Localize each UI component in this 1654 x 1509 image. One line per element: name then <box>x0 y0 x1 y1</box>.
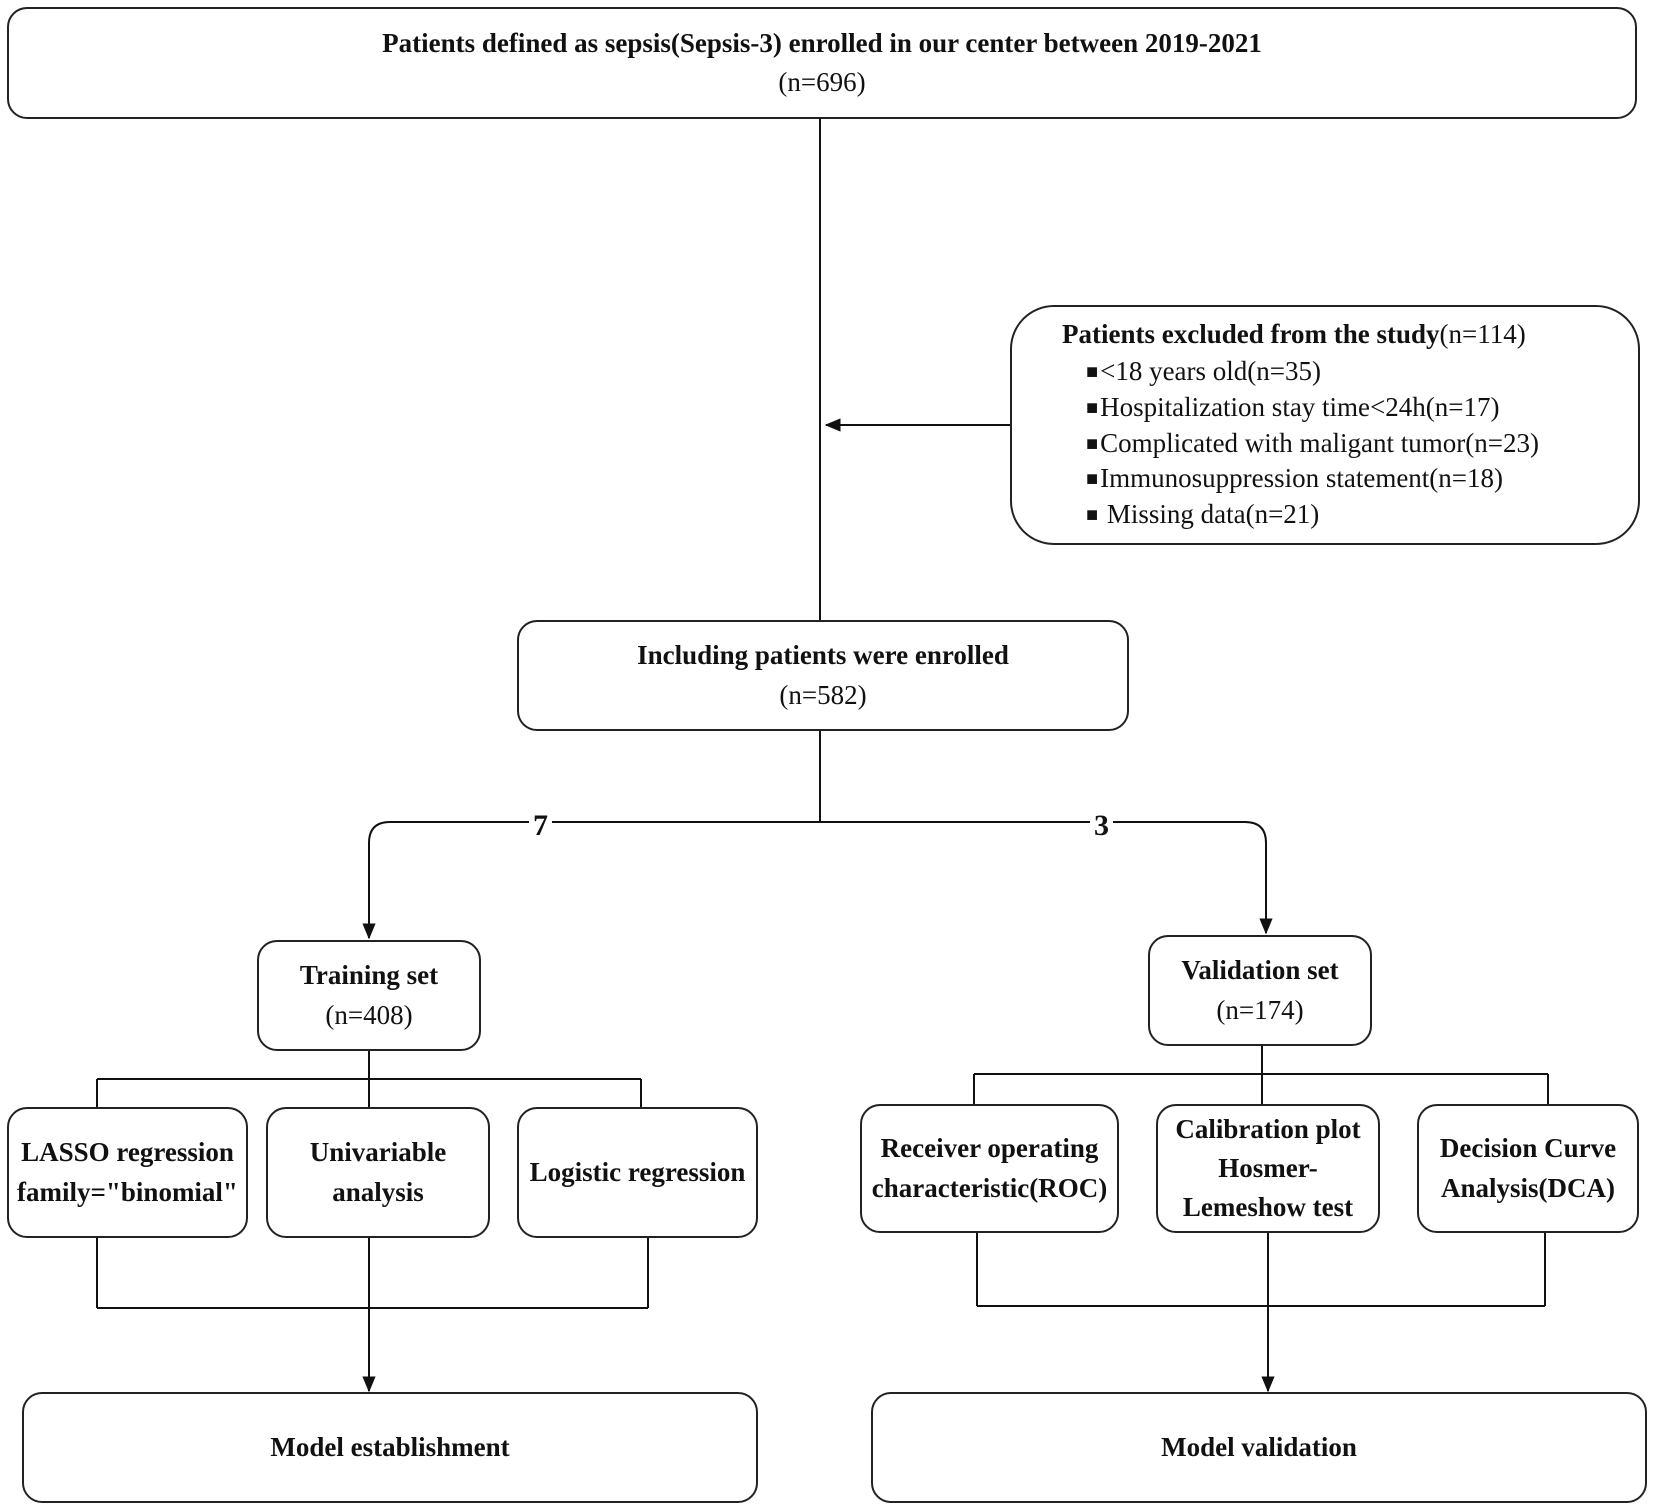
training-set-count: (n=408) <box>325 999 413 1030</box>
included-patients-count: (n=582) <box>779 679 867 710</box>
dca-line-1: Decision Curve <box>1439 1133 1617 1164</box>
lasso-regression-box: LASSO regression family="binomial" <box>7 1107 248 1238</box>
univariable-analysis-box: Univariable analysis <box>266 1107 490 1238</box>
exclusion-item-text: Immunosuppression statement(n=18) <box>1100 463 1504 494</box>
training-set-box: Training set (n=408) <box>257 940 481 1051</box>
training-ratio-label: 7 <box>529 811 552 841</box>
exclusion-item: ■Immunosuppression statement(n=18) <box>1062 461 1503 497</box>
calibration-line-3: Lemeshow test <box>1182 1192 1354 1223</box>
bullet-icon: ■ <box>1086 503 1099 526</box>
dca-line-2: Analysis(DCA) <box>1440 1172 1615 1203</box>
exclusion-item-text: Missing data(n=21) <box>1100 498 1320 529</box>
model-establishment-box: Model establishment <box>22 1392 758 1503</box>
enrolled-patients-title: Patients defined as sepsis(Sepsis-3) enr… <box>382 27 1262 58</box>
lasso-line-1: LASSO regression <box>21 1137 234 1168</box>
excluded-title: Patients excluded from the study <box>1062 319 1440 350</box>
validation-ratio-label: 3 <box>1090 811 1113 841</box>
training-set-title: Training set <box>299 960 439 991</box>
calibration-line-1: Calibration plot <box>1175 1113 1361 1144</box>
dca-box: Decision Curve Analysis(DCA) <box>1417 1104 1639 1233</box>
included-patients-box: Including patients were enrolled (n=582) <box>517 620 1129 731</box>
exclusion-item: ■Complicated with maligant tumor(n=23) <box>1062 426 1539 462</box>
bullet-icon: ■ <box>1086 361 1099 384</box>
model-validation-label: Model validation <box>1161 1431 1357 1462</box>
validation-set-count: (n=174) <box>1216 994 1304 1025</box>
roc-line-1: Receiver operating <box>880 1133 1099 1164</box>
lasso-line-2: family="binomial" <box>17 1176 238 1207</box>
included-patients-title: Including patients were enrolled <box>637 640 1009 671</box>
roc-line-2: characteristic(ROC) <box>871 1172 1108 1203</box>
enrolled-patients-count: (n=696) <box>778 67 866 97</box>
calibration-box: Calibration plot Hosmer- Lemeshow test <box>1156 1104 1380 1233</box>
excluded-patients-box: Patients excluded from the study(n=114) … <box>1010 305 1640 545</box>
excluded-count: (n=114) <box>1439 319 1526 350</box>
univariable-line-2: analysis <box>332 1176 424 1207</box>
excluded-header: Patients excluded from the study(n=114) <box>1062 317 1526 352</box>
exclusion-item: ■ Missing data(n=21) <box>1062 497 1319 533</box>
logistic-regression-box: Logistic regression <box>517 1107 758 1238</box>
validation-set-title: Validation set <box>1181 955 1339 986</box>
calibration-line-2: Hosmer- <box>1218 1152 1318 1183</box>
split-left-branch <box>362 821 820 940</box>
exclusion-item: ■Hospitalization stay time<24h(n=17) <box>1062 390 1499 426</box>
split-right-branch <box>820 821 1273 935</box>
univariable-line-1: Univariable <box>309 1137 447 1168</box>
enrolled-patients-box: Patients defined as sepsis(Sepsis-3) enr… <box>7 7 1637 119</box>
bullet-icon: ■ <box>1086 397 1099 420</box>
logistic-line-1: Logistic regression <box>529 1156 746 1187</box>
exclusion-item-text: Complicated with maligant tumor(n=23) <box>1100 427 1539 458</box>
model-validation-box: Model validation <box>871 1392 1647 1503</box>
model-establishment-label: Model establishment <box>270 1431 510 1462</box>
bullet-icon: ■ <box>1086 468 1099 491</box>
exclusion-item-text: Hospitalization stay time<24h(n=17) <box>1100 392 1500 423</box>
bullet-icon: ■ <box>1086 432 1099 455</box>
roc-box: Receiver operating characteristic(ROC) <box>860 1104 1119 1233</box>
exclusion-item-text: <18 years old(n=35) <box>1100 356 1321 387</box>
validation-set-box: Validation set (n=174) <box>1148 935 1372 1046</box>
exclusion-item: ■<18 years old(n=35) <box>1062 354 1321 390</box>
